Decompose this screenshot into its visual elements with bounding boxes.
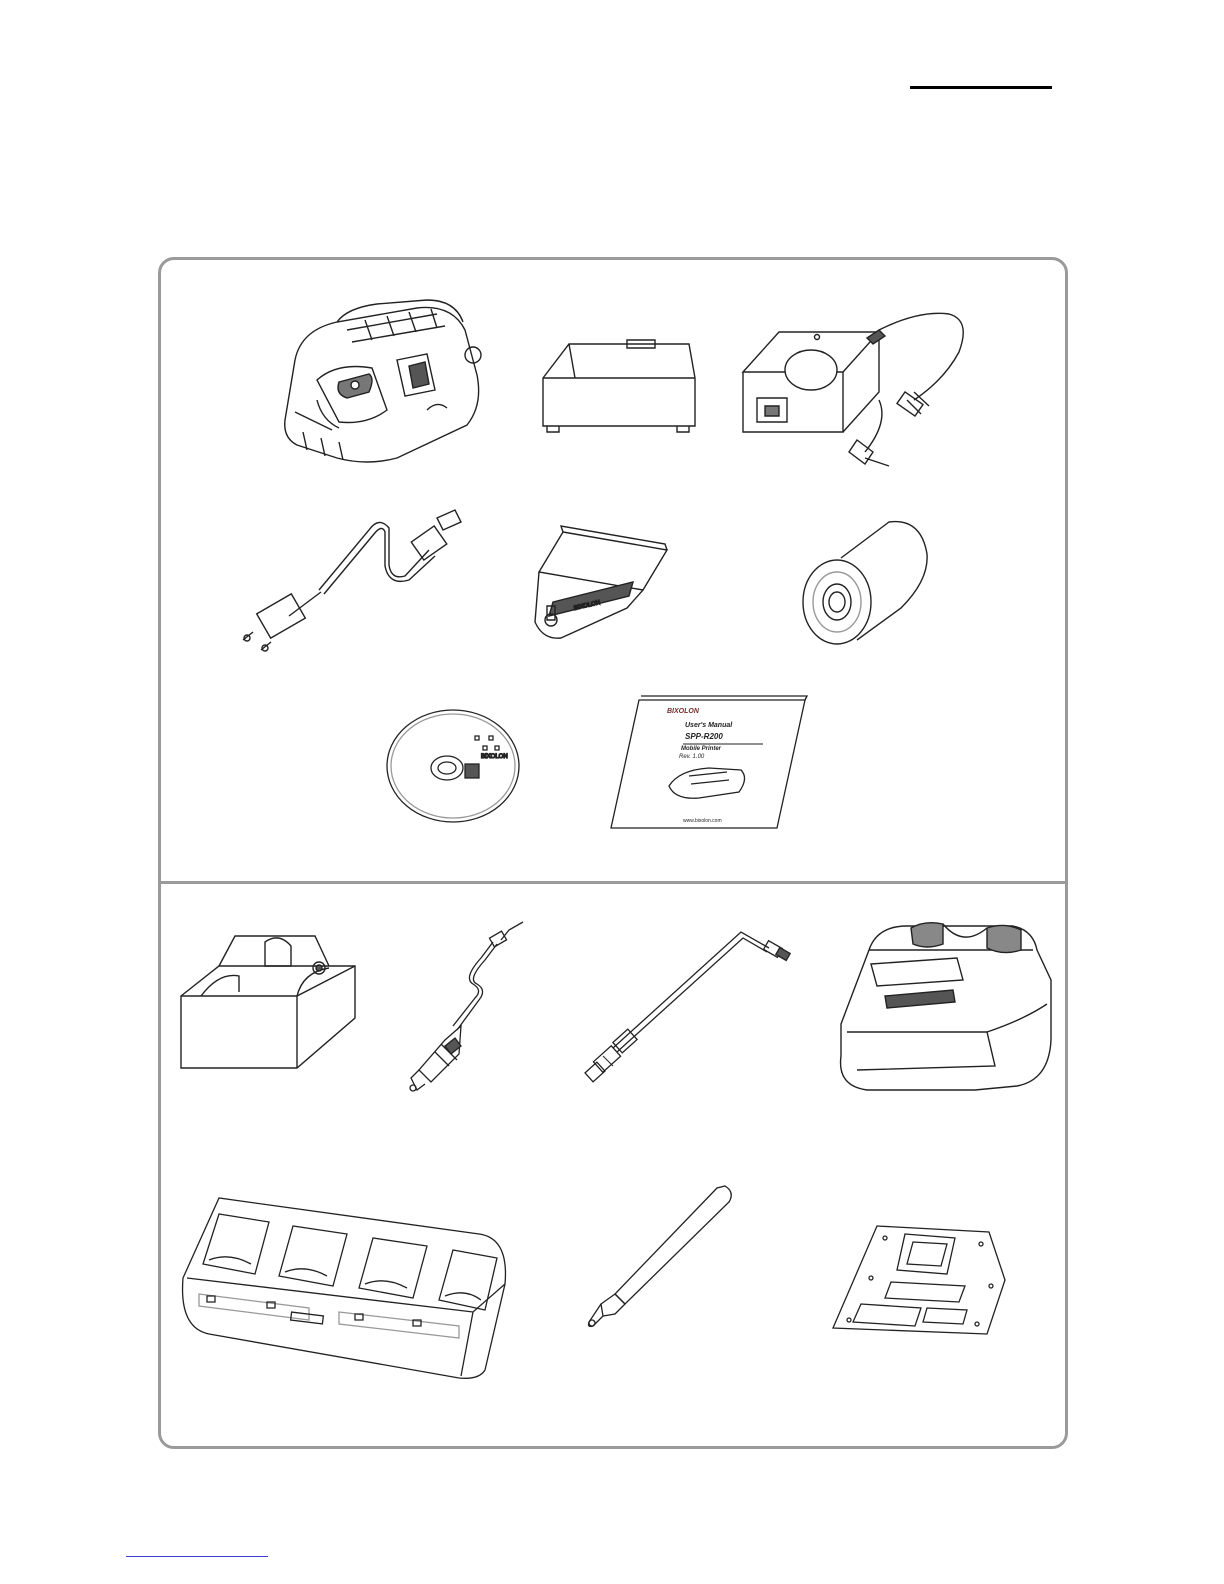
manual-url: www.bixolon.com [683, 818, 722, 824]
ac-adapter-icon [739, 302, 969, 472]
mobile-printer-icon [277, 300, 487, 465]
belt-clip-icon: BIXOLON [533, 522, 673, 642]
mounting-bracket-icon [831, 1224, 1011, 1336]
quad-battery-charger-icon [179, 1194, 509, 1380]
power-cord-icon [239, 510, 469, 650]
usb-cable-icon [585, 928, 795, 1082]
carrying-case-icon [837, 920, 1055, 1092]
manual-title: User's Manual [685, 722, 732, 729]
user-manual-icon: BIXOLON User's Manual SPP-R200 Mobile Pr… [609, 696, 807, 832]
section-divider [161, 881, 1065, 884]
components-panel: BIXOLON BIXOLON [158, 257, 1068, 1449]
manual-revision: Rev. 1.00 [679, 754, 704, 760]
cradle-icon [179, 932, 359, 1072]
manual-model: SPP-R200 [685, 732, 723, 741]
disc-brand: BIXOLON [481, 754, 508, 760]
manual-brand: BIXOLON [667, 708, 699, 715]
paper-roll-icon [801, 518, 931, 648]
manual-subtitle: Mobile Printer [681, 746, 721, 752]
header-rule [910, 86, 1052, 89]
battery-pack-icon [539, 338, 699, 438]
vehicle-charger-icon [397, 920, 527, 1092]
cd-rom-icon: BIXOLON [385, 700, 521, 824]
stylus-pen-icon [585, 1182, 735, 1332]
footer-link[interactable] [126, 1556, 268, 1557]
